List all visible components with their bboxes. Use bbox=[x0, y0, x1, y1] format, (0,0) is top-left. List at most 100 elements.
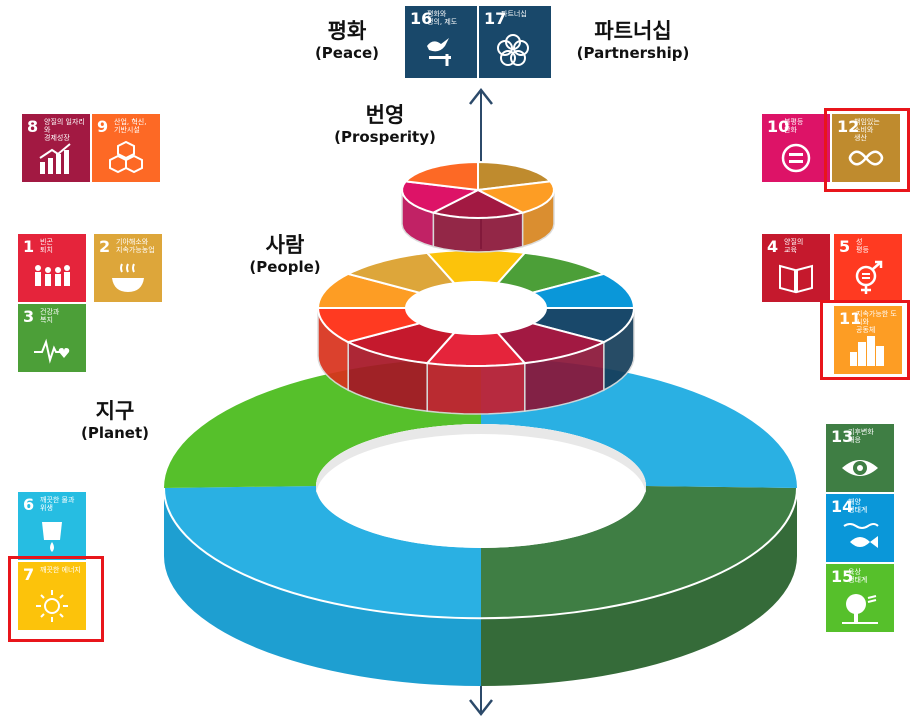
goal-num: 16 bbox=[410, 9, 433, 28]
goal-text: 건강과 복지 bbox=[40, 308, 60, 325]
flower-icon bbox=[497, 34, 529, 66]
goal-10-tile: 10 불평등 완화 bbox=[762, 114, 830, 182]
bowl-icon bbox=[112, 263, 144, 292]
cubes-icon bbox=[109, 140, 143, 174]
goal-text: 평화와 정의, 제도 bbox=[427, 10, 458, 27]
goal-9-tile: 9 산업, 혁신, 기반시설 bbox=[92, 114, 160, 182]
goal-text: 기후변화 대응 bbox=[848, 428, 874, 445]
goal-3-tile: 3 건강과 복지 bbox=[18, 304, 86, 372]
highlight-goal-12 bbox=[824, 108, 910, 192]
label-prosperity-ko: 번영 bbox=[365, 103, 405, 127]
label-planet: 지구 (Planet) bbox=[60, 398, 170, 443]
label-peace: 평화 (Peace) bbox=[292, 18, 402, 63]
planet-top-front-left bbox=[164, 486, 481, 619]
goal-16-tile: 16 평화와 정의, 제도 bbox=[405, 6, 477, 78]
goal-15-tile: 15 육상 생태계 bbox=[826, 564, 894, 632]
sun-icon bbox=[36, 590, 68, 622]
label-people-ko: 사람 bbox=[265, 233, 305, 257]
goal-13-tile: 13 기후변화 대응 bbox=[826, 424, 894, 492]
eye-icon bbox=[842, 460, 878, 476]
goal-8-tile: 8 양질의 일자리와 경제성장 bbox=[22, 114, 90, 182]
goal-text: 깨끗한 물과 위생 bbox=[40, 496, 75, 513]
goal-11-tile: 11 지속가능한 도시와 공동체 bbox=[834, 306, 902, 374]
goal-num: 4 bbox=[767, 237, 779, 256]
goal-num: 14 bbox=[831, 497, 854, 516]
goal-num: 5 bbox=[839, 237, 851, 256]
goal-num: 13 bbox=[831, 427, 854, 446]
goal-text: 육상 생태계 bbox=[848, 568, 868, 585]
planet-side-right bbox=[481, 488, 797, 686]
family-icon bbox=[35, 265, 70, 286]
goal-4-tile: 4 양질의 교육 bbox=[762, 234, 830, 302]
people-side-segment bbox=[426, 362, 526, 415]
goal-text: 기아해소와 지속가능농업 bbox=[116, 238, 155, 255]
goal-text: 빈곤 퇴치 bbox=[40, 238, 53, 255]
prosperity-top-segment bbox=[474, 180, 555, 214]
city-icon bbox=[850, 336, 884, 366]
goal-text: 불평등 완화 bbox=[784, 118, 804, 135]
goal-text: 성 평등 bbox=[856, 238, 869, 255]
goal-num: 15 bbox=[831, 567, 854, 586]
goal-text: 해양 생태계 bbox=[848, 498, 868, 515]
goal-num: 9 bbox=[97, 117, 109, 136]
goal-num: 7 bbox=[23, 565, 35, 584]
people-hole bbox=[406, 282, 546, 334]
label-peace-en: (Peace) bbox=[314, 44, 380, 63]
goal-12-tile: 12 책임있는 소비와 생산 bbox=[832, 114, 900, 182]
goal-5-tile: 5 성 평등 bbox=[834, 234, 902, 302]
goal-num: 8 bbox=[27, 117, 39, 136]
heartbeat-icon bbox=[34, 338, 70, 364]
label-partnership-en: (Partnership) bbox=[576, 44, 690, 63]
axis-arrow-up bbox=[469, 87, 493, 105]
goal-num: 2 bbox=[99, 237, 111, 256]
goal-1-tile: 1 빈곤 퇴치 bbox=[18, 234, 86, 302]
goal-num: 10 bbox=[767, 117, 790, 136]
highlight-goal-7 bbox=[8, 556, 104, 642]
goal-text: 양질의 일자리와 경제성장 bbox=[44, 118, 85, 143]
label-partnership: 파트너십 (Partnership) bbox=[558, 18, 708, 63]
goal-17-tile: 17 파트너십 bbox=[479, 6, 551, 78]
goal-num: 6 bbox=[23, 495, 35, 514]
goal-num: 12 bbox=[837, 117, 860, 136]
label-partnership-ko: 파트너십 bbox=[594, 19, 672, 43]
fish-icon bbox=[843, 523, 879, 548]
planet-side-left bbox=[164, 488, 481, 687]
planet-top-front-right bbox=[481, 486, 797, 618]
planet-tier bbox=[163, 357, 798, 687]
goal-text: 깨끗한 에너지 bbox=[40, 566, 81, 574]
water-icon bbox=[42, 522, 62, 552]
label-prosperity: 번영 (Prosperity) bbox=[310, 102, 460, 147]
tree-icon bbox=[842, 594, 878, 624]
planet-hole-inner-wall bbox=[316, 424, 646, 496]
prosperity-tier bbox=[401, 160, 555, 253]
equal-icon bbox=[781, 143, 811, 173]
label-people-en: (People) bbox=[249, 258, 321, 277]
infinity-icon bbox=[848, 150, 884, 166]
goal-14-tile: 14 해양 생태계 bbox=[826, 494, 894, 562]
growth-chart-icon bbox=[39, 143, 71, 174]
goal-text: 지속가능한 도시와 공동체 bbox=[856, 310, 897, 335]
goal-text: 책임있는 소비와 생산 bbox=[854, 118, 880, 143]
label-planet-en: (Planet) bbox=[81, 424, 149, 443]
goal-7-tile: 7 깨끗한 에너지 bbox=[18, 562, 86, 630]
label-people: 사람 (People) bbox=[230, 232, 340, 277]
goal-num: 17 bbox=[484, 9, 507, 28]
planet-hole bbox=[316, 424, 646, 548]
highlight-goal-11 bbox=[820, 300, 910, 380]
gender-icon bbox=[855, 260, 883, 294]
book-icon bbox=[779, 264, 813, 294]
label-prosperity-en: (Prosperity) bbox=[334, 128, 436, 147]
goal-text: 파트너십 bbox=[501, 10, 527, 18]
goal-num: 3 bbox=[23, 307, 35, 326]
people-tier bbox=[316, 248, 636, 415]
goal-text: 양질의 교육 bbox=[784, 238, 804, 255]
dove-icon bbox=[427, 38, 451, 66]
label-peace-ko: 평화 bbox=[327, 19, 367, 43]
axis-arrow-down bbox=[469, 699, 493, 717]
goal-num: 1 bbox=[23, 237, 35, 256]
label-planet-ko: 지구 bbox=[95, 399, 135, 423]
goal-6-tile: 6 깨끗한 물과 위생 bbox=[18, 492, 86, 560]
goal-num: 11 bbox=[839, 309, 862, 328]
goal-text: 산업, 혁신, 기반시설 bbox=[114, 118, 147, 135]
